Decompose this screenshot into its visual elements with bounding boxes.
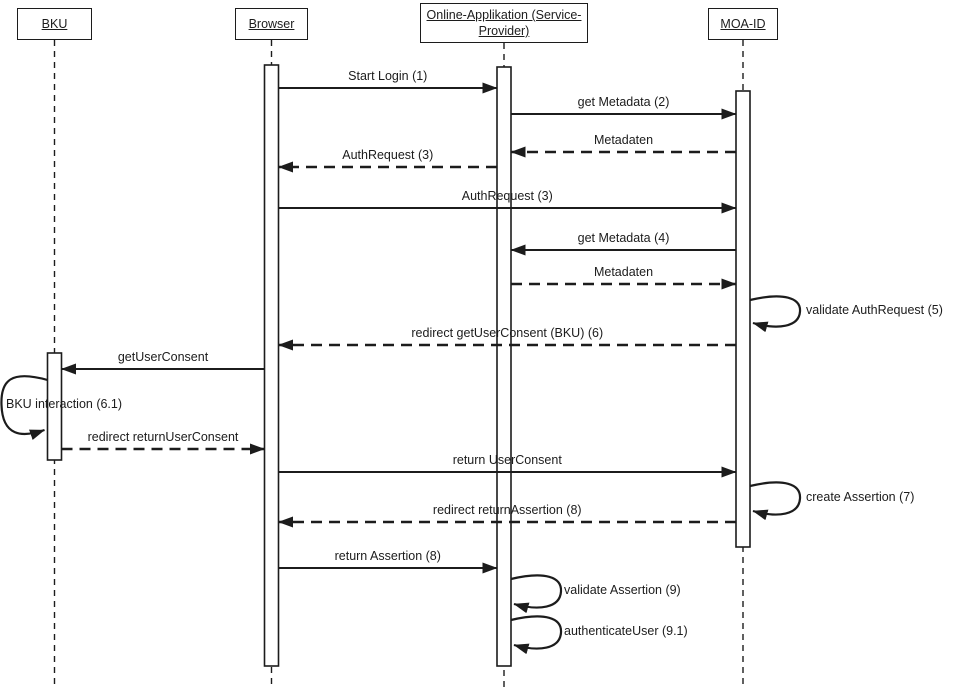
message-label-bku-interaction-6-1: BKU interaction (6.1) <box>6 397 123 411</box>
participant-label-moa-id: MOA-ID <box>720 17 766 31</box>
message-label-get-metadata-2: get Metadata (2) <box>577 95 670 109</box>
participant-label-service-provider: Provider) <box>478 24 530 38</box>
message-label-validate-assertion-9: validate Assertion (9) <box>564 583 681 597</box>
message-label-authrequest-3: AuthRequest (3) <box>461 189 553 203</box>
bku-activation <box>46 352 63 461</box>
message-label-redirect-returnuserconsent: redirect returnUserConsent <box>87 430 239 444</box>
message-label-start-login-1: Start Login (1) <box>348 69 428 83</box>
moa-id-activation <box>735 90 751 548</box>
message-label-return-assertion-8: return Assertion (8) <box>334 549 441 563</box>
self-message-loop-validate-assertion-9 <box>510 574 563 614</box>
message-label-validate-authrequest-5: validate AuthRequest (5) <box>806 303 943 317</box>
participant-box-bku: BKU <box>17 8 92 40</box>
message-label-getuserconsent: getUserConsent <box>117 350 209 364</box>
message-label-create-assertion-7: create Assertion (7) <box>806 490 915 504</box>
message-label-redirect-returnassertion-8: redirect returnAssertion (8) <box>432 503 582 517</box>
participant-box-browser: Browser <box>235 8 308 40</box>
self-message-loop-authenticateuser-9-1 <box>510 615 563 655</box>
message-label-get-metadata-4: get Metadata (4) <box>577 231 670 245</box>
participant-label-service-provider: Online-Applikation (Service- <box>426 8 582 22</box>
participant-box-service-provider: Online-Applikation (Service- Provider) <box>420 3 588 43</box>
message-label-redirect-getuserconsent-6: redirect getUserConsent (BKU) (6) <box>411 326 604 340</box>
self-message-loop-validate-authrequest-5 <box>749 295 802 333</box>
message-label-metadaten-reply-4: Metadaten <box>593 265 654 279</box>
self-message-loop-bku-interaction-6-1 <box>0 375 48 440</box>
service-provider-activation <box>496 66 512 667</box>
participant-box-moa-id: MOA-ID <box>708 8 778 40</box>
message-label-authrequest-3-redirect: AuthRequest (3) <box>342 148 434 162</box>
message-label-metadaten-reply-2: Metadaten <box>593 133 654 147</box>
participant-label-bku: BKU <box>41 17 68 31</box>
browser-activation <box>263 64 280 667</box>
message-label-authenticateuser-9-1: authenticateUser (9.1) <box>564 624 688 638</box>
self-message-loop-create-assertion-7 <box>749 481 802 521</box>
message-label-return-userconsent: return UserConsent <box>452 453 562 467</box>
participant-label-browser: Browser <box>248 17 295 31</box>
